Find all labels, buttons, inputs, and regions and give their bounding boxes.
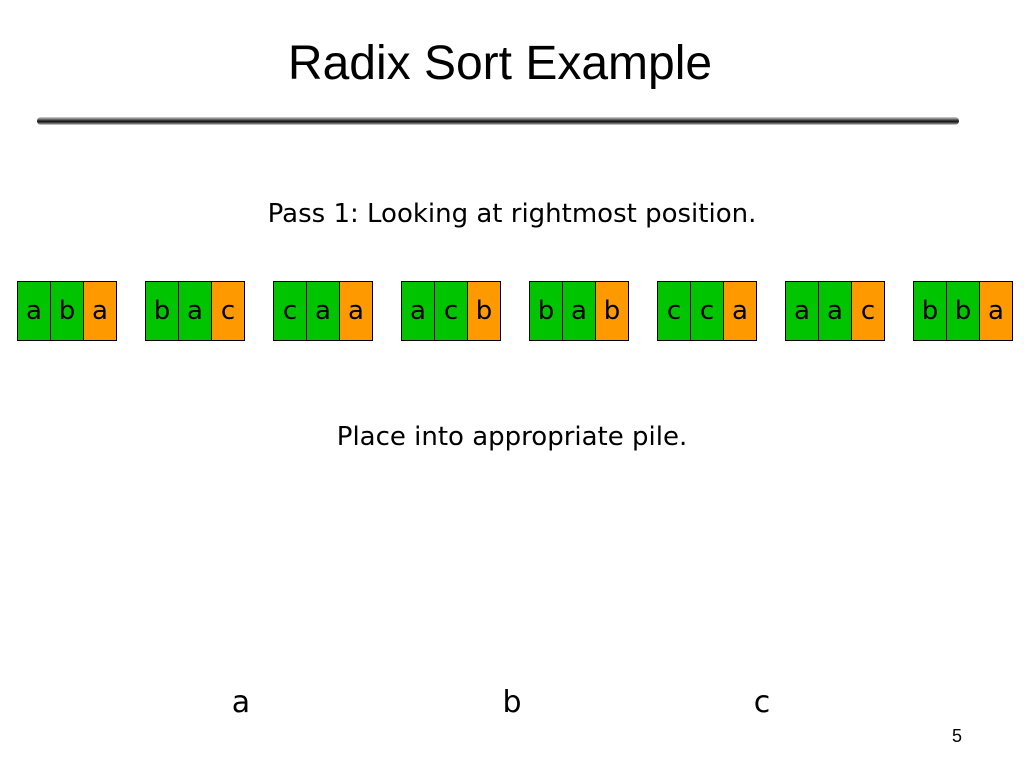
word-4: a c b <box>401 281 501 341</box>
letter-cell: b <box>946 281 980 341</box>
letter-cell: a <box>17 281 51 341</box>
highlighted-letter-cell: a <box>723 281 757 341</box>
letter-cell: a <box>785 281 819 341</box>
letter-cell: b <box>913 281 947 341</box>
pass-description: Pass 1: Looking at rightmost position. <box>267 199 757 229</box>
letter-cell: a <box>562 281 596 341</box>
highlighted-letter-cell: a <box>339 281 373 341</box>
highlighted-letter-cell: c <box>851 281 885 341</box>
letter-cell: b <box>145 281 179 341</box>
letter-cell: a <box>818 281 852 341</box>
letter-cell: b <box>50 281 84 341</box>
letter-cell: a <box>401 281 435 341</box>
pile-label-c: c <box>753 685 771 720</box>
letter-cell: c <box>434 281 468 341</box>
letter-cell: a <box>178 281 212 341</box>
highlighted-letter-cell: a <box>83 281 117 341</box>
word-7: a a c <box>785 281 885 341</box>
word-3: c a a <box>273 281 373 341</box>
page-number: 5 <box>951 726 962 746</box>
letter-cell: c <box>657 281 691 341</box>
instruction-text: Place into appropriate pile. <box>336 422 688 452</box>
word-list: a b a b a c c a a a c b b a b c c a a a … <box>0 281 1024 343</box>
pile-label-a: a <box>231 685 251 720</box>
letter-cell: c <box>690 281 724 341</box>
word-2: b a c <box>145 281 245 341</box>
letter-cell: a <box>306 281 340 341</box>
word-6: c c a <box>657 281 757 341</box>
title-divider <box>37 117 959 125</box>
word-1: a b a <box>17 281 117 341</box>
letter-cell: b <box>529 281 563 341</box>
highlighted-letter-cell: a <box>979 281 1013 341</box>
highlighted-letter-cell: b <box>595 281 629 341</box>
highlighted-letter-cell: c <box>211 281 245 341</box>
highlighted-letter-cell: b <box>467 281 501 341</box>
letter-cell: c <box>273 281 307 341</box>
word-5: b a b <box>529 281 629 341</box>
pile-label-b: b <box>502 685 522 720</box>
slide-title: Radix Sort Example <box>287 37 713 90</box>
word-8: b b a <box>913 281 1013 341</box>
